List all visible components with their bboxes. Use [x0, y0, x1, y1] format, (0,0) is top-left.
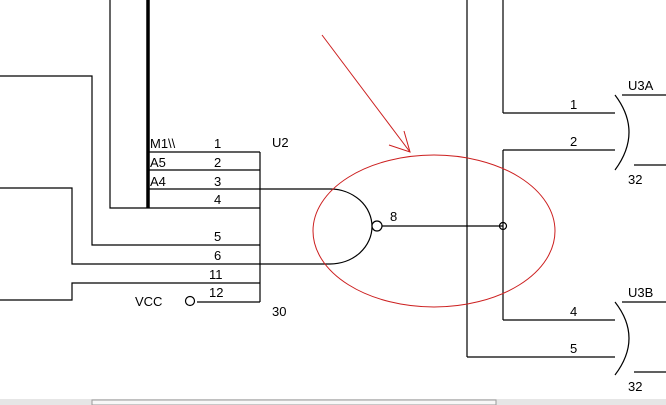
net-label-a4: A4	[150, 174, 166, 189]
u3a-pin-32: 32	[628, 172, 642, 187]
pin-number-11: 11	[209, 267, 223, 282]
highlight-ellipse	[312, 154, 556, 308]
pin-number-6: 6	[214, 248, 221, 263]
u3a-gate: U3A 1 2 32	[570, 78, 666, 187]
u2-number-label: 30	[272, 304, 286, 319]
wire-pin6	[0, 187, 260, 265]
net-label-a5: A5	[150, 155, 166, 170]
net-label-vcc: VCC	[135, 294, 162, 309]
u3b-pin-4: 4	[570, 304, 577, 319]
u3a-ref-label: U3A	[628, 78, 654, 93]
u3b-ref-label: U3B	[628, 285, 653, 300]
vcc-terminal	[184, 295, 196, 307]
pin-number-1: 1	[214, 136, 221, 151]
scrollbar-thumb[interactable]	[91, 399, 497, 405]
wire-pin11	[0, 282, 260, 301]
wire-pin5	[0, 75, 260, 246]
u2-ref-label: U2	[272, 135, 289, 150]
gate-inversion-bubble	[371, 220, 383, 232]
wire-pin4	[109, 0, 260, 209]
pin-number-5: 5	[214, 229, 221, 244]
net-label-m1: M1\\	[150, 136, 176, 151]
u3b-pin-5: 5	[570, 341, 577, 356]
u3a-body	[614, 94, 630, 171]
u3b-pin-32: 32	[628, 379, 642, 394]
annotation-arrow-head	[388, 130, 411, 153]
u3a-pin-1: 1	[570, 97, 577, 112]
u2-block: M1\\ A5 A4 VCC 1 2 3 4 5 6 11 12 U2 30	[135, 135, 289, 319]
gate-output-pin-number: 8	[390, 209, 397, 224]
left-wires	[0, 0, 260, 301]
pin-number-4: 4	[214, 192, 221, 207]
pin-number-3: 3	[214, 174, 221, 189]
pin-number-2: 2	[214, 155, 221, 170]
annotation-arrow-shaft	[321, 34, 411, 153]
annotation	[312, 34, 556, 308]
gate-body	[329, 188, 373, 265]
nand-gate: 8	[260, 188, 508, 265]
bottom-scrollbar[interactable]	[0, 399, 666, 405]
right-wires	[466, 0, 615, 358]
pin-number-12: 12	[209, 285, 223, 300]
u3a-pin-2: 2	[570, 134, 577, 149]
u3b-gate: U3B 4 5 32	[570, 285, 666, 394]
u3b-body	[614, 301, 630, 376]
